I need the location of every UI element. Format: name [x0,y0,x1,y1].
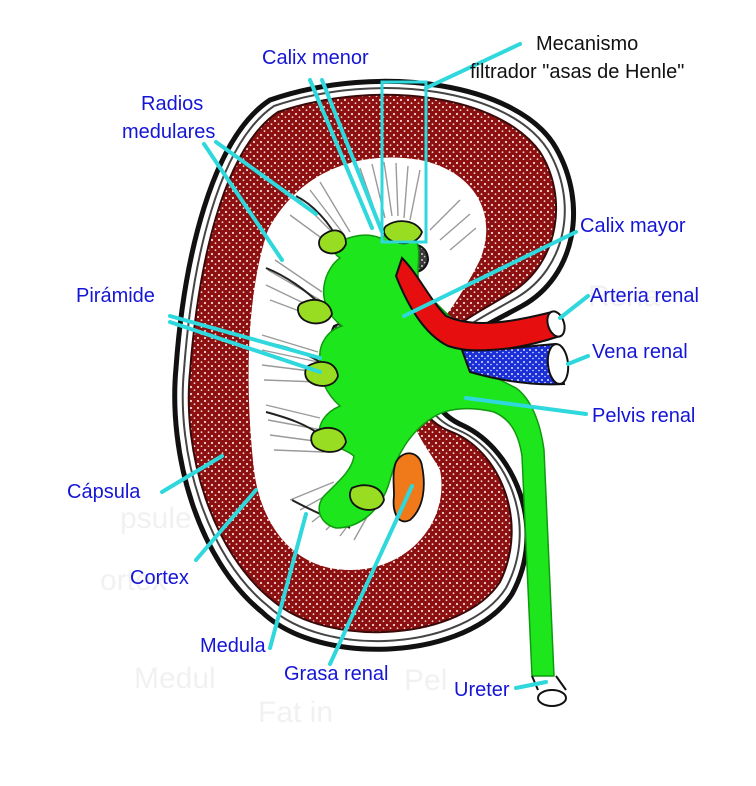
label-mecanismo-line1: Mecanismo [536,33,638,55]
label-capsula: Cápsula [67,481,141,503]
henle-highlight-box [380,80,428,244]
ureter-end [537,689,567,707]
leader-lines [160,42,590,690]
label-grasa-renal: Grasa renal [284,663,389,685]
label-pelvis-renal: Pelvis renal [592,405,695,427]
ghost-label: Rena [588,280,660,313]
label-radios-line2: medulares [122,121,215,143]
label-ureter: Ureter [454,679,510,701]
label-calix-mayor: Calix mayor [580,215,686,237]
ghost-label: ortex [100,564,167,597]
label-piramide: Pirámide [76,285,155,307]
renal-vein [460,342,566,386]
ghost-label: Medul [134,662,216,695]
ghost-labels: psule ortex Medul Fat in Pel Rena [100,280,660,729]
ghost-label: psule [120,502,192,535]
kidney-capsule-inner-line [181,87,566,643]
ghost-label: Fat in [258,696,333,729]
renal-fat [392,452,425,523]
label-radios-line1: Radios [141,93,203,115]
label-mecanismo-line2: filtrador "asas de Henle" [470,61,684,83]
ghost-label: Pel [404,664,447,697]
label-cortex: Cortex [130,567,189,589]
label-vena-renal: Vena renal [592,341,688,363]
label-calix-menor: Calix menor [262,47,369,69]
label-medula: Medula [200,635,266,657]
label-arteria-renal: Arteria renal [590,285,699,307]
